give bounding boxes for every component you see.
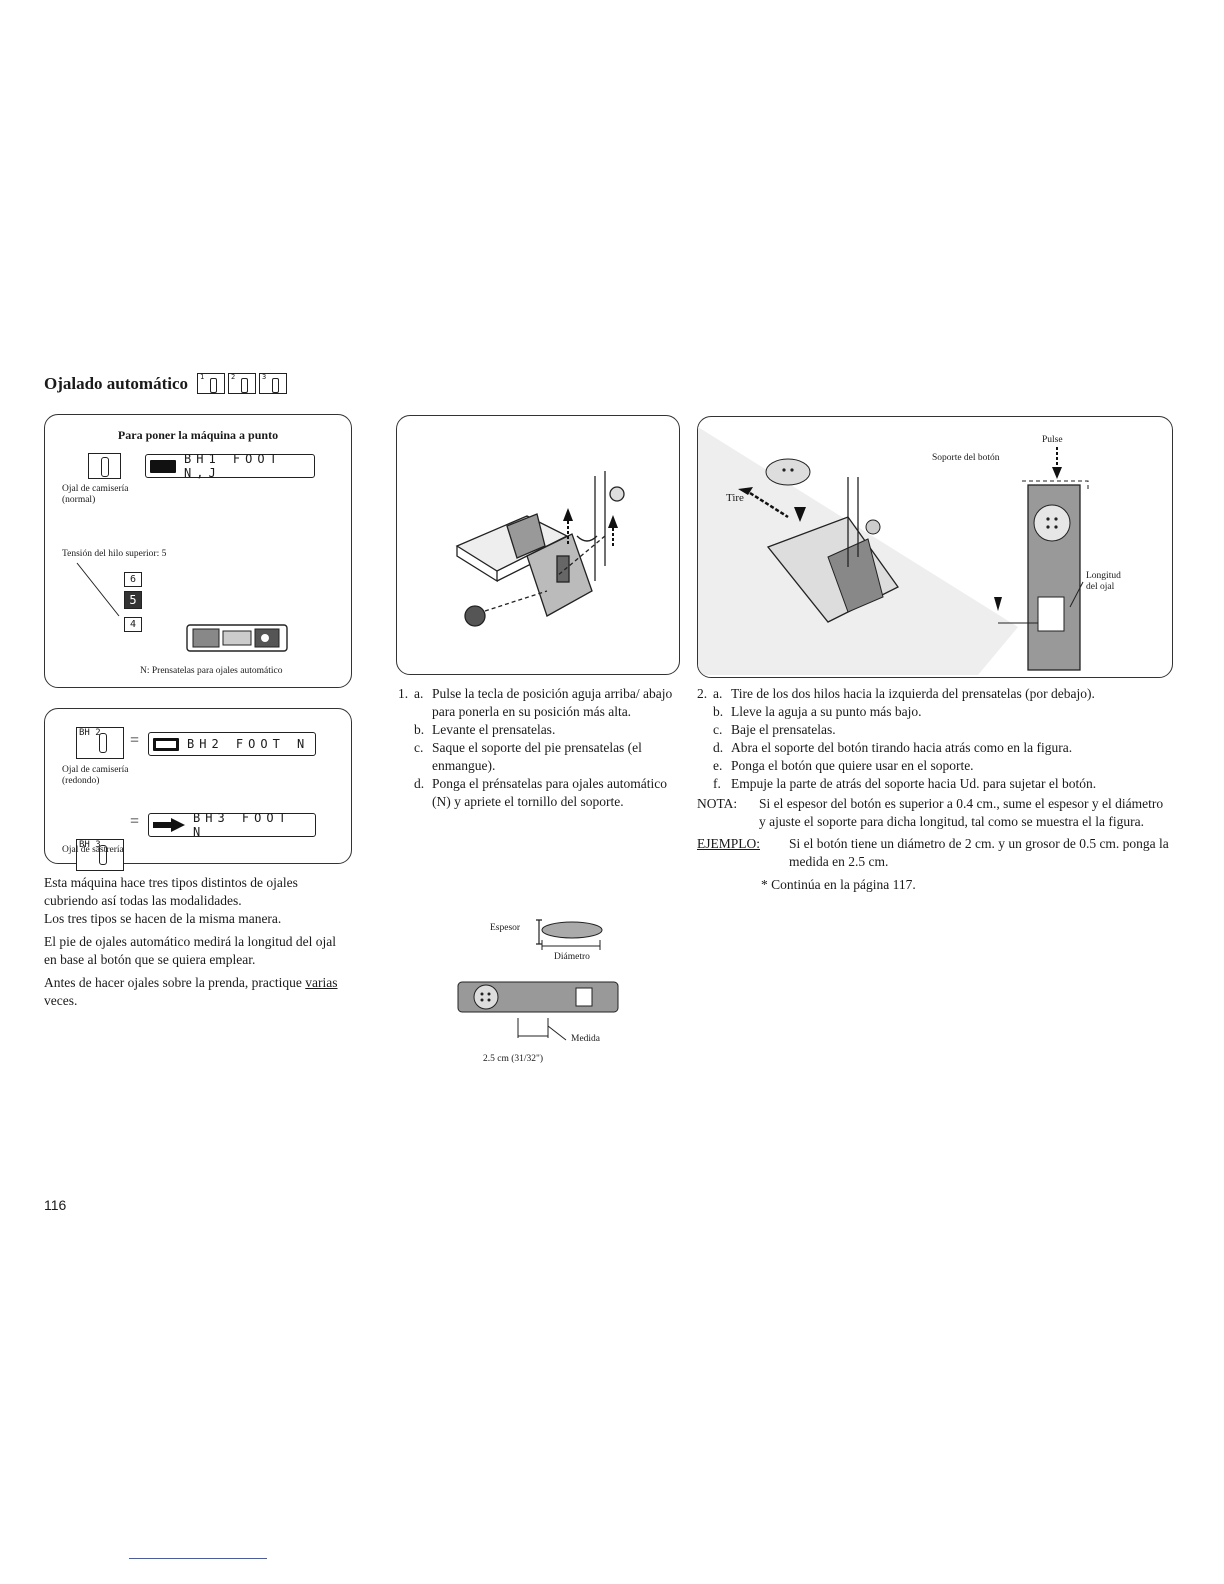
step-1: 1.a.Pulse la tecla de posición aguja arr… (398, 685, 683, 811)
step-item: f.Empuje la parte de atrás del soporte h… (713, 776, 1097, 791)
bh2-key-icon: BH 2 (76, 727, 124, 759)
step-item: d.Abra el soporte del botón tirando haci… (713, 740, 1073, 755)
tension-label: Tensión del hilo superior: 5 (62, 549, 167, 559)
caption-camiseria: Ojal de camisería (62, 484, 129, 494)
page-number: 116 (44, 1197, 67, 1213)
step-item: c.Baje el prensatelas. (713, 722, 836, 737)
presser-foot-illustration (455, 471, 625, 627)
longitud-label: Longitud (1086, 571, 1121, 581)
step-item: d.Ponga el prénsatelas para ojales autom… (414, 776, 668, 809)
step-item: 1.a.Pulse la tecla de posición aguja arr… (398, 686, 673, 719)
figure-button-holder: Pulse Soporte del botón Tire Longitud de… (697, 416, 1173, 678)
bh3-lcd-display: BH3 FOOT N (148, 811, 316, 839)
buttonhole-types-panel: BH 2 = BH2 FOOT N Ojal de camisería (red… (44, 708, 352, 871)
bh3-caption: Ojal de sastrería (62, 845, 124, 855)
espesor-label: Espesor (490, 923, 521, 933)
tension-dial: 6 5 4 (124, 572, 142, 632)
buttonhole-foot-icon (186, 624, 288, 652)
foot-measure-icon (457, 981, 619, 1041)
medida-label: Medida (571, 1034, 601, 1044)
step-item: 2.a.Tire de los dos hilos hacia la izqui… (697, 686, 1095, 701)
continua-note: * Continúa en la página 117. (761, 877, 916, 892)
setup-heading: Para poner la máquina a punto (117, 428, 279, 442)
nota-label: NOTA: (697, 796, 738, 811)
soporte-label: Soporte del botón (932, 453, 1000, 463)
footer-rule (129, 1558, 267, 1559)
ejemplo: EJEMPLO: Si el botón tiene un diámetro d… (697, 835, 1177, 871)
bh3-key-icon: 3 (259, 373, 287, 394)
bh1-key-icon: 1 (197, 373, 225, 394)
bh2-lcd-display: BH2 FOOT N (148, 732, 316, 756)
practice-paragraph: Antes de hacer ojales sobre la prenda, p… (44, 975, 338, 1008)
step-2: 2.a.Tire de los dos hilos hacia la izqui… (697, 685, 1177, 894)
tire-label: Tire (726, 492, 744, 504)
title-key-icons: 1 2 3 (197, 373, 287, 394)
setup-panel: Para poner la máquina a punto BH1 FOOT N… (44, 414, 352, 688)
lcd-display: BH1 FOOT N,J (145, 452, 315, 480)
page-title: Ojalado automático (44, 374, 189, 393)
foot-caption: N: Prensatelas para ojales automático (140, 666, 283, 676)
bh2-key-icon: 2 (228, 373, 256, 394)
diametro-label: Diámetro (554, 952, 590, 962)
ejemplo-text: Si el botón tiene un diámetro de 2 cm. y… (789, 836, 1169, 869)
del-ojal-label: del ojal (1086, 582, 1115, 592)
tension-pointer-icon (76, 562, 120, 617)
rounded-buttonhole-icon (153, 737, 179, 751)
size-label: 2.5 cm (31/32") (483, 1054, 544, 1064)
intro-paragraph: El pie de ojales automático medirá la lo… (44, 934, 337, 967)
step-item: e.Ponga el botón que quiere usar en el s… (713, 758, 974, 773)
bh2-caption-2: (redondo) (62, 776, 100, 786)
intro-paragraph: Esta máquina hace tres tipos distintos d… (44, 875, 298, 908)
figure-attach-foot (396, 415, 680, 675)
bh3-key-icon: BH 3 (76, 839, 124, 871)
nota: NOTA: Si el espesor del botón es superio… (697, 795, 1177, 831)
ejemplo-label: EJEMPLO: (697, 836, 761, 851)
equals-sign: = (130, 813, 140, 830)
nota-text: Si el espesor del botón es superior a 0.… (759, 796, 1164, 829)
buttonhole-rect-icon (150, 459, 176, 473)
button-measure-figure: Espesor Diámetro Medida 2.5 cm (31/32") (450, 910, 650, 1070)
button-profile-icon (536, 919, 603, 950)
bh1-key-icon (88, 453, 121, 479)
bh2-caption-1: Ojal de camisería (62, 765, 129, 775)
intro-text: Esta máquina hace tres tipos distintos d… (44, 874, 350, 1010)
step-item: c.Saque el soporte del pie prensatelas (… (414, 740, 642, 773)
pulse-label: Pulse (1042, 435, 1063, 445)
equals-sign: = (130, 732, 140, 749)
step-item: b.Levante el prensatelas. (414, 722, 556, 737)
keyhole-buttonhole-icon (153, 818, 185, 832)
intro-paragraph: Los tres tipos se hacen de la misma mane… (44, 911, 282, 926)
step-item: b.Lleve la aguja a su punto más bajo. (713, 704, 922, 719)
button-holder-illustration (698, 427, 1089, 675)
caption-normal: (normal) (62, 495, 96, 505)
